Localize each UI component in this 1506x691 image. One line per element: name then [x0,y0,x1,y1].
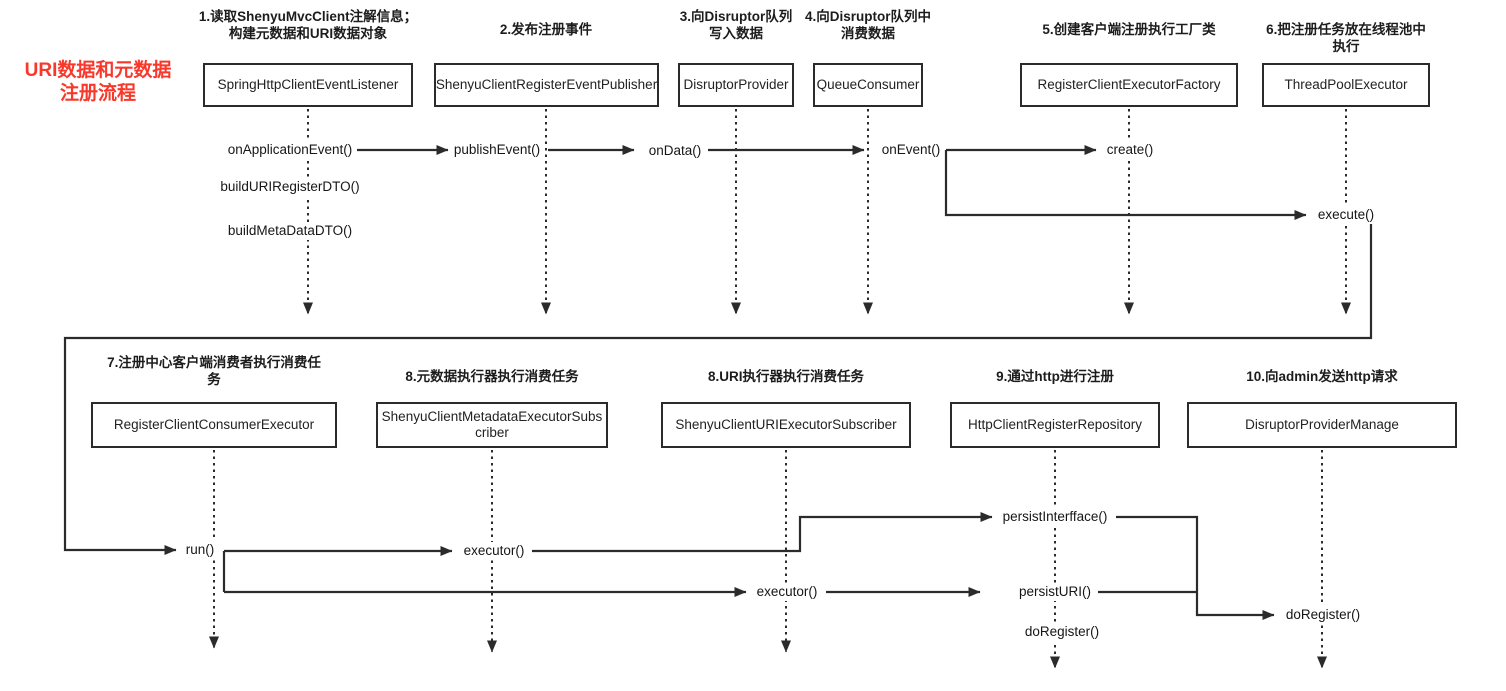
note-step-1: 1.读取ShenyuMvcClient注解信息； 构建元数据和URI数据对象 [198,9,418,41]
class-box-thread-pool-executor: ThreadPoolExecutor [1262,63,1430,107]
message-persist-uri: persistURI() [1015,583,1095,601]
note-step-2: 2.发布注册事件 [499,22,593,37]
message-build-uri-register-dto: buildURIRegisterDTO() [217,178,363,196]
message-do-register-manage: doRegister() [1282,606,1364,624]
note-step-5: 5.创建客户端注册执行工厂类 [1042,22,1216,37]
message-build-meta-data-dto: buildMetaDataDTO() [224,222,356,240]
note-step-6: 6.把注册任务放在线程池中执行 [1266,22,1426,54]
note-step-4: 4.向Disruptor队列中 消费数据 [804,9,932,41]
note-step-3: 3.向Disruptor队列 写入数据 [679,9,793,41]
arrow-persist-returns-to-do-register-manage [1116,515,1275,620]
message-executor-metadata: executor() [460,542,528,560]
diagram-title: URI数据和元数据 注册流程 [24,60,172,104]
note-step-8-uri: 8.URI执行器执行消费任务 [707,369,865,384]
message-create: create() [1103,141,1157,159]
message-publish-event: publishEvent() [450,141,544,159]
connector-execute-to-run [63,224,1373,555]
class-box-disruptor-provider-manage: DisruptorProviderManage [1187,402,1457,448]
arrow-on-event-to-execute [944,150,1307,220]
class-box-disruptor-provider: DisruptorProvider [678,63,794,107]
note-step-7: 7.注册中心客户端消费者执行消费任 务 [107,355,321,387]
message-on-application-event: onApplicationEvent() [224,141,356,159]
class-box-register-client-consumer-executor: RegisterClientConsumerExecutor [91,402,337,448]
note-step-10: 10.向admin发送http请求 [1246,369,1398,384]
class-box-http-client-register-repository: HttpClientRegisterRepository [950,402,1160,448]
message-execute: execute() [1314,206,1378,224]
class-box-shenyu-client-register-event-publisher: ShenyuClientRegisterEventPublisher [434,63,659,107]
note-step-8-metadata: 8.元数据执行器执行消费任务 [405,369,579,384]
class-box-register-client-executor-factory: RegisterClientExecutorFactory [1020,63,1238,107]
message-on-event: onEvent() [878,141,944,159]
note-step-9: 9.通过http进行注册 [996,369,1114,384]
message-on-data: onData() [645,142,705,160]
class-box-shenyu-client-uri-executor-subscriber: ShenyuClientURIExecutorSubscriber [661,402,911,448]
message-run: run() [182,541,218,559]
class-box-shenyu-client-metadata-executor-subscriber: ShenyuClientMetadataExecutorSubs criber [376,402,608,448]
message-persist-interfface: persistInterfface() [999,508,1111,526]
message-do-register-self: doRegister() [1021,623,1103,641]
class-box-spring-http-client-event-listener: SpringHttpClientEventListener [203,63,413,107]
class-box-queue-consumer: QueueConsumer [813,63,923,107]
arrow-executor-metadata-to-persist-interfface [532,512,993,553]
message-executor-uri: executor() [753,583,821,601]
